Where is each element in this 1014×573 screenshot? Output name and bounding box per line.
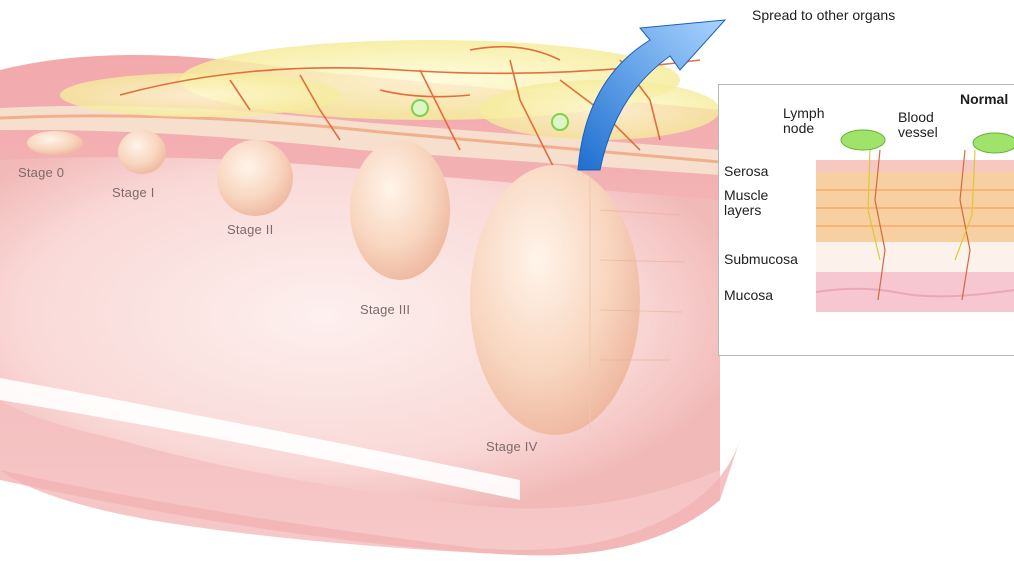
lymph-node-label: Lymph node: [783, 106, 839, 135]
inset-title: Normal: [960, 92, 1014, 107]
inset-panel: [718, 84, 1014, 356]
layer-label-submucosa: Submucosa: [724, 252, 798, 267]
layer-label-mucosa: Mucosa: [724, 288, 773, 303]
stage-label: Stage IV: [486, 440, 537, 454]
stage-label: Stage II: [227, 223, 273, 237]
tumor-stage-0: [27, 131, 83, 155]
layer-label-muscle: Muscle layers: [724, 188, 792, 217]
mesentery-fat: [60, 73, 340, 117]
stage-label: Stage I: [112, 186, 155, 200]
tumor-stage-1: [118, 130, 166, 174]
blood-vessel-label: Blood vessel: [898, 110, 958, 139]
tumor-stage-2: [217, 140, 293, 216]
stage-label: Stage III: [360, 303, 410, 317]
stage-label: Stage 0: [18, 166, 64, 180]
tumor-stage-3: [350, 140, 450, 280]
layer-label-serosa: Serosa: [724, 164, 768, 179]
spread-label: Spread to other organs: [752, 8, 895, 23]
